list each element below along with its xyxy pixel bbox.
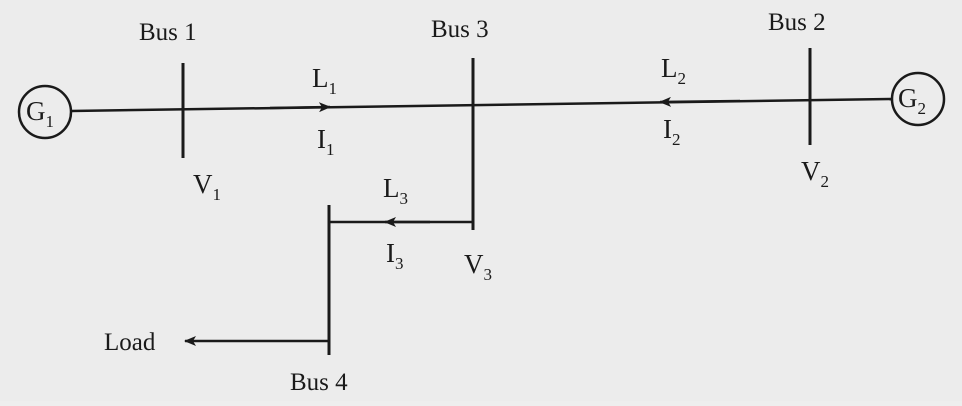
generator-g1: G1	[17, 84, 73, 140]
line-l3-label: L3	[383, 173, 408, 208]
line-l2-label: L2	[661, 53, 686, 88]
main-transmission-line	[70, 97, 893, 113]
line-l1-label: L1	[312, 63, 337, 98]
bus3-label: Bus 3	[431, 16, 489, 43]
bus2-label: Bus 2	[768, 9, 826, 36]
generator-g2: G2	[890, 71, 946, 127]
generator-g2-label: G2	[898, 83, 926, 118]
generator-g1-label: G1	[26, 96, 54, 131]
voltage-v3-label: V3	[464, 249, 492, 284]
current-i1-arrow	[269, 102, 331, 113]
current-i1-label: I1	[317, 124, 335, 159]
bus4-label: Bus 4	[290, 369, 348, 396]
bus1-label: Bus 1	[139, 19, 197, 46]
voltage-v2-label: V2	[801, 156, 829, 191]
load-label: Load	[104, 329, 156, 356]
voltage-v1-label: V1	[193, 169, 221, 204]
generator-g1-circle	[17, 84, 73, 140]
current-i3-label: I3	[386, 238, 404, 273]
current-i2-arrow	[659, 96, 741, 107]
current-i2-label: I2	[663, 114, 681, 149]
